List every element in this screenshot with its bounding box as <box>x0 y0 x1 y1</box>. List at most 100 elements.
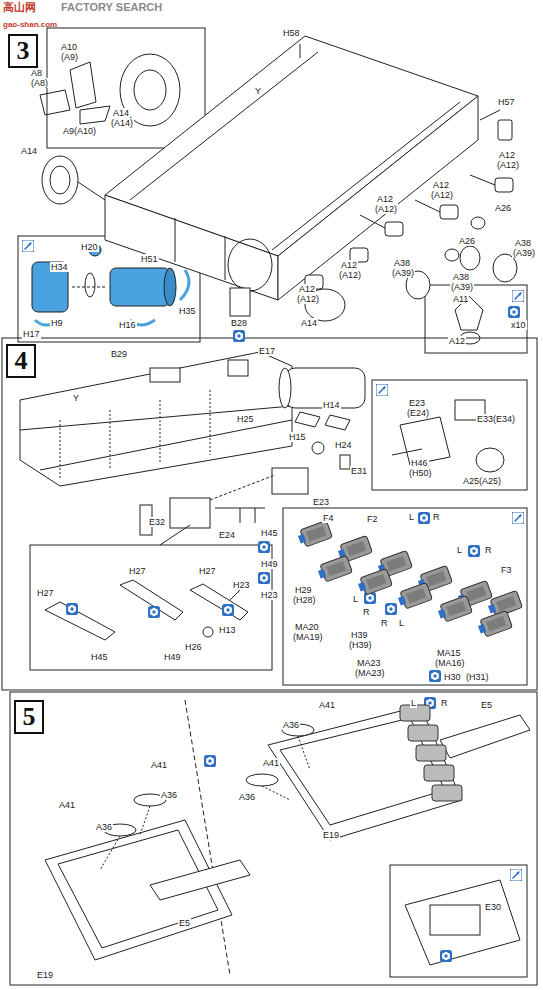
part-number: A26 <box>494 203 512 213</box>
part-number: E23 <box>312 497 330 507</box>
step-number: 3 <box>17 38 30 64</box>
part-number: MA15 <box>436 648 462 658</box>
part-number: H26 <box>184 642 203 652</box>
part-number: A12 <box>448 336 466 346</box>
part-number: A12 <box>340 260 358 270</box>
part-number: F3 <box>500 565 513 575</box>
part-number: (A9) <box>60 52 79 62</box>
part-number: A38 <box>514 238 532 248</box>
part-number: L <box>408 512 415 522</box>
part-number: (A39) <box>391 268 415 278</box>
part-number: (A12) <box>296 294 320 304</box>
part-number: A12 <box>298 284 316 294</box>
step-number-box: 5 <box>14 700 44 734</box>
part-number: R <box>440 698 449 708</box>
part-number: H35 <box>178 306 197 316</box>
part-number: (MA19) <box>292 632 324 642</box>
part-number: A36 <box>95 822 113 832</box>
part-number: H49 <box>163 652 182 662</box>
part-number: H58 <box>282 28 301 38</box>
part-number: H9 <box>50 318 64 328</box>
part-number: H34 <box>50 262 69 272</box>
part-number: E30 <box>484 902 502 912</box>
part-number: (H31) <box>465 672 490 682</box>
part-number: (H28) <box>292 595 317 605</box>
part-number: H30 <box>443 672 462 682</box>
part-number: A38 <box>452 272 470 282</box>
part-number: A41 <box>262 758 280 768</box>
part-number: L <box>398 618 405 628</box>
part-number: E19 <box>36 970 54 980</box>
part-number: H29 <box>294 585 313 595</box>
part-number: A12 <box>376 194 394 204</box>
part-number: A10 <box>60 42 78 52</box>
step-number: 4 <box>15 348 28 374</box>
part-number: A36 <box>282 720 300 730</box>
part-number: E23 <box>408 398 426 408</box>
part-number: R <box>432 512 441 522</box>
part-number: A41 <box>58 800 76 810</box>
part-number: A36 <box>160 790 178 800</box>
part-number: L <box>410 698 417 708</box>
watermark: FACTORY SEARCH <box>60 2 163 12</box>
part-number: E24 <box>218 530 236 540</box>
part-number: R <box>484 545 493 555</box>
part-number: A14 <box>300 318 318 328</box>
part-number: E19 <box>322 830 340 840</box>
part-number: A41 <box>318 700 336 710</box>
part-number: (A12) <box>430 190 454 200</box>
part-number: A12 <box>498 150 516 160</box>
part-number: H45 <box>260 528 279 538</box>
part-number: H45 <box>90 652 109 662</box>
part-number: H51 <box>140 254 159 264</box>
part-number: A14 <box>112 108 130 118</box>
part-number: MA23 <box>356 658 382 668</box>
part-number: B28 <box>230 318 248 328</box>
part-number: A11 <box>452 294 469 304</box>
part-number: A9(A10) <box>62 126 97 136</box>
watermark: gao-shan.com <box>2 20 58 30</box>
part-number: H57 <box>497 97 516 107</box>
part-number: H46 <box>410 458 429 468</box>
part-number: L <box>456 545 463 555</box>
part-number: H27 <box>36 588 55 598</box>
part-number: E17 <box>258 346 276 356</box>
part-number: (A12) <box>496 160 520 170</box>
part-number: A36 <box>238 792 256 802</box>
part-number: H39 <box>350 630 369 640</box>
part-number: H49 <box>260 559 279 569</box>
part-number: (H39) <box>348 640 373 650</box>
part-number: (A14) <box>110 118 134 128</box>
part-number: (A8) <box>30 78 49 88</box>
part-number: Y <box>72 393 80 403</box>
part-number: E32 <box>148 517 166 527</box>
part-number: H24 <box>334 440 353 450</box>
part-number: (E24) <box>406 408 430 418</box>
part-number: MA20 <box>294 622 320 632</box>
part-number: H25 <box>236 414 255 424</box>
step-number-box: 3 <box>8 34 38 68</box>
part-number: E33(E34) <box>476 414 516 424</box>
part-number: L <box>352 594 359 604</box>
part-number: H23 <box>232 580 251 590</box>
part-number: (MA16) <box>434 658 466 668</box>
part-number: H27 <box>128 566 147 576</box>
part-number: F4 <box>322 513 335 523</box>
part-number: (A39) <box>450 282 474 292</box>
part-number: H14 <box>322 400 341 410</box>
part-number: B29 <box>110 349 128 359</box>
part-number: F2 <box>366 514 379 524</box>
part-number: A26 <box>458 236 476 246</box>
step-number-box: 4 <box>6 344 36 378</box>
part-number: A25(A25) <box>462 476 502 486</box>
part-number: A38 <box>393 258 411 268</box>
step-number: 5 <box>23 704 36 730</box>
part-number: A41 <box>150 760 168 770</box>
part-number: H13 <box>218 625 237 635</box>
part-number: E31 <box>350 466 368 476</box>
part-number: R <box>362 607 371 617</box>
part-number: H16 <box>118 320 137 330</box>
part-number: H23 <box>260 590 279 600</box>
part-number: H15 <box>288 432 307 442</box>
